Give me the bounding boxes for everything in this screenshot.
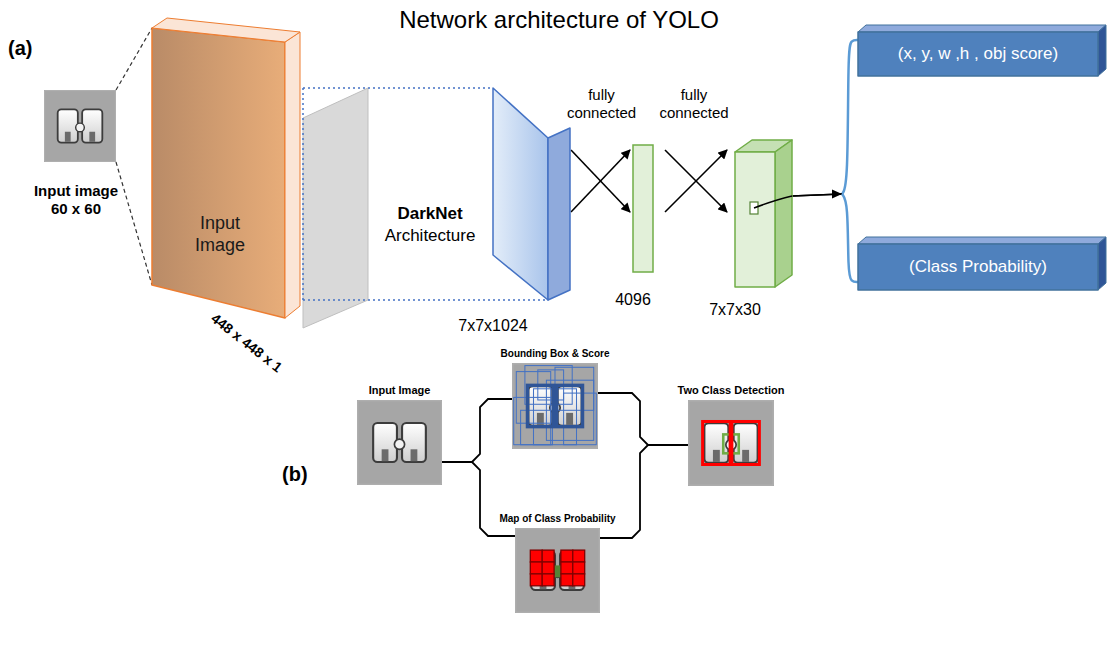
dimension-label: 4096 <box>615 290 651 309</box>
connector <box>792 40 858 196</box>
block-side-face <box>775 140 792 287</box>
panel-label: (a) <box>8 36 32 60</box>
fc-arrow <box>665 150 727 212</box>
dimension-label: 7x7x1024 <box>458 316 527 335</box>
connector <box>600 445 688 538</box>
particle-image <box>357 400 442 485</box>
block-side-face <box>548 128 570 300</box>
slab-top-face <box>152 18 300 42</box>
slab-side-face <box>285 32 300 318</box>
box-top-face <box>858 25 1106 32</box>
block-front-face <box>735 152 775 287</box>
projection-line <box>116 28 152 90</box>
brace <box>442 462 515 536</box>
node-shape <box>150 18 302 320</box>
image-caption: Input Image <box>369 384 431 397</box>
connector <box>442 399 512 462</box>
pointer-line <box>792 194 842 196</box>
output-label: (Class Probability) <box>909 257 1047 277</box>
input-image: Input Image <box>357 400 442 485</box>
dimension-label: 448 x 448 x 1 <box>208 310 286 376</box>
particle-image <box>44 90 116 162</box>
image-caption: Input image 60 x 60 <box>28 182 124 218</box>
box-side-face <box>1098 237 1106 290</box>
connector-label: fully connected <box>562 86 642 122</box>
fc-arrow <box>665 150 727 212</box>
block-front-face <box>493 88 548 300</box>
network-label: DarkNet <box>397 204 462 224</box>
frustum-line <box>303 87 493 89</box>
image-caption: Bounding Box & Score <box>501 348 610 360</box>
connector <box>598 393 688 445</box>
layer-label: Input Image <box>180 213 260 256</box>
node-shape <box>493 88 570 300</box>
feature-plane <box>303 88 368 328</box>
node-shape <box>735 140 792 287</box>
brace <box>598 393 688 445</box>
cell-pointer <box>754 196 792 208</box>
brace <box>442 399 512 462</box>
class-probability-image: Map of Class Probability <box>515 528 600 613</box>
class-probability-image <box>515 528 600 613</box>
fc-layer-bar: 4096 <box>633 145 653 272</box>
connector-label: fully connected <box>654 86 734 122</box>
output-box: (Class Probability) <box>858 244 1098 290</box>
bounding-box-image: Bounding Box & Score <box>512 363 598 449</box>
box-front-face <box>858 32 1098 76</box>
network-label: Architecture <box>385 226 476 246</box>
layer-bar <box>633 145 653 272</box>
output-tensor-block: 7x7x30 <box>735 140 792 287</box>
image-caption: Map of Class Probability <box>499 513 615 525</box>
slab-front-face <box>152 28 285 318</box>
box-side-face <box>1098 25 1106 76</box>
output-box: (x, y, w ,h , obj score) <box>858 32 1098 76</box>
detection-image: Two Class Detection <box>688 400 774 486</box>
node-shape <box>633 145 653 272</box>
feature-block: 7x7x1024 <box>493 88 570 300</box>
connector <box>442 462 515 536</box>
fc-arrow <box>571 150 630 212</box>
box-front-face <box>858 244 1098 290</box>
frustum-line <box>303 299 548 301</box>
output-label: (x, y, w ,h , obj score) <box>898 44 1058 64</box>
pointer-line <box>792 194 842 196</box>
image-caption: Two Class Detection <box>678 384 785 397</box>
input-layer-slab: Input Image448 x 448 x 1 <box>150 18 302 320</box>
box-top-face <box>858 237 1106 244</box>
detection-image <box>688 400 774 486</box>
input-image: Input image 60 x 60 <box>44 90 116 162</box>
bracket <box>842 40 858 194</box>
projection-line <box>116 162 152 285</box>
bracket <box>842 194 858 282</box>
fc-arrow <box>571 150 630 212</box>
connector <box>571 150 630 212</box>
brace <box>600 445 688 538</box>
frustum-line <box>302 88 304 300</box>
panel-label: (b) <box>282 462 308 486</box>
dimension-label: 7x7x30 <box>709 300 761 319</box>
connector <box>665 150 727 212</box>
bounding-box-image <box>512 363 598 449</box>
connector <box>792 194 858 282</box>
